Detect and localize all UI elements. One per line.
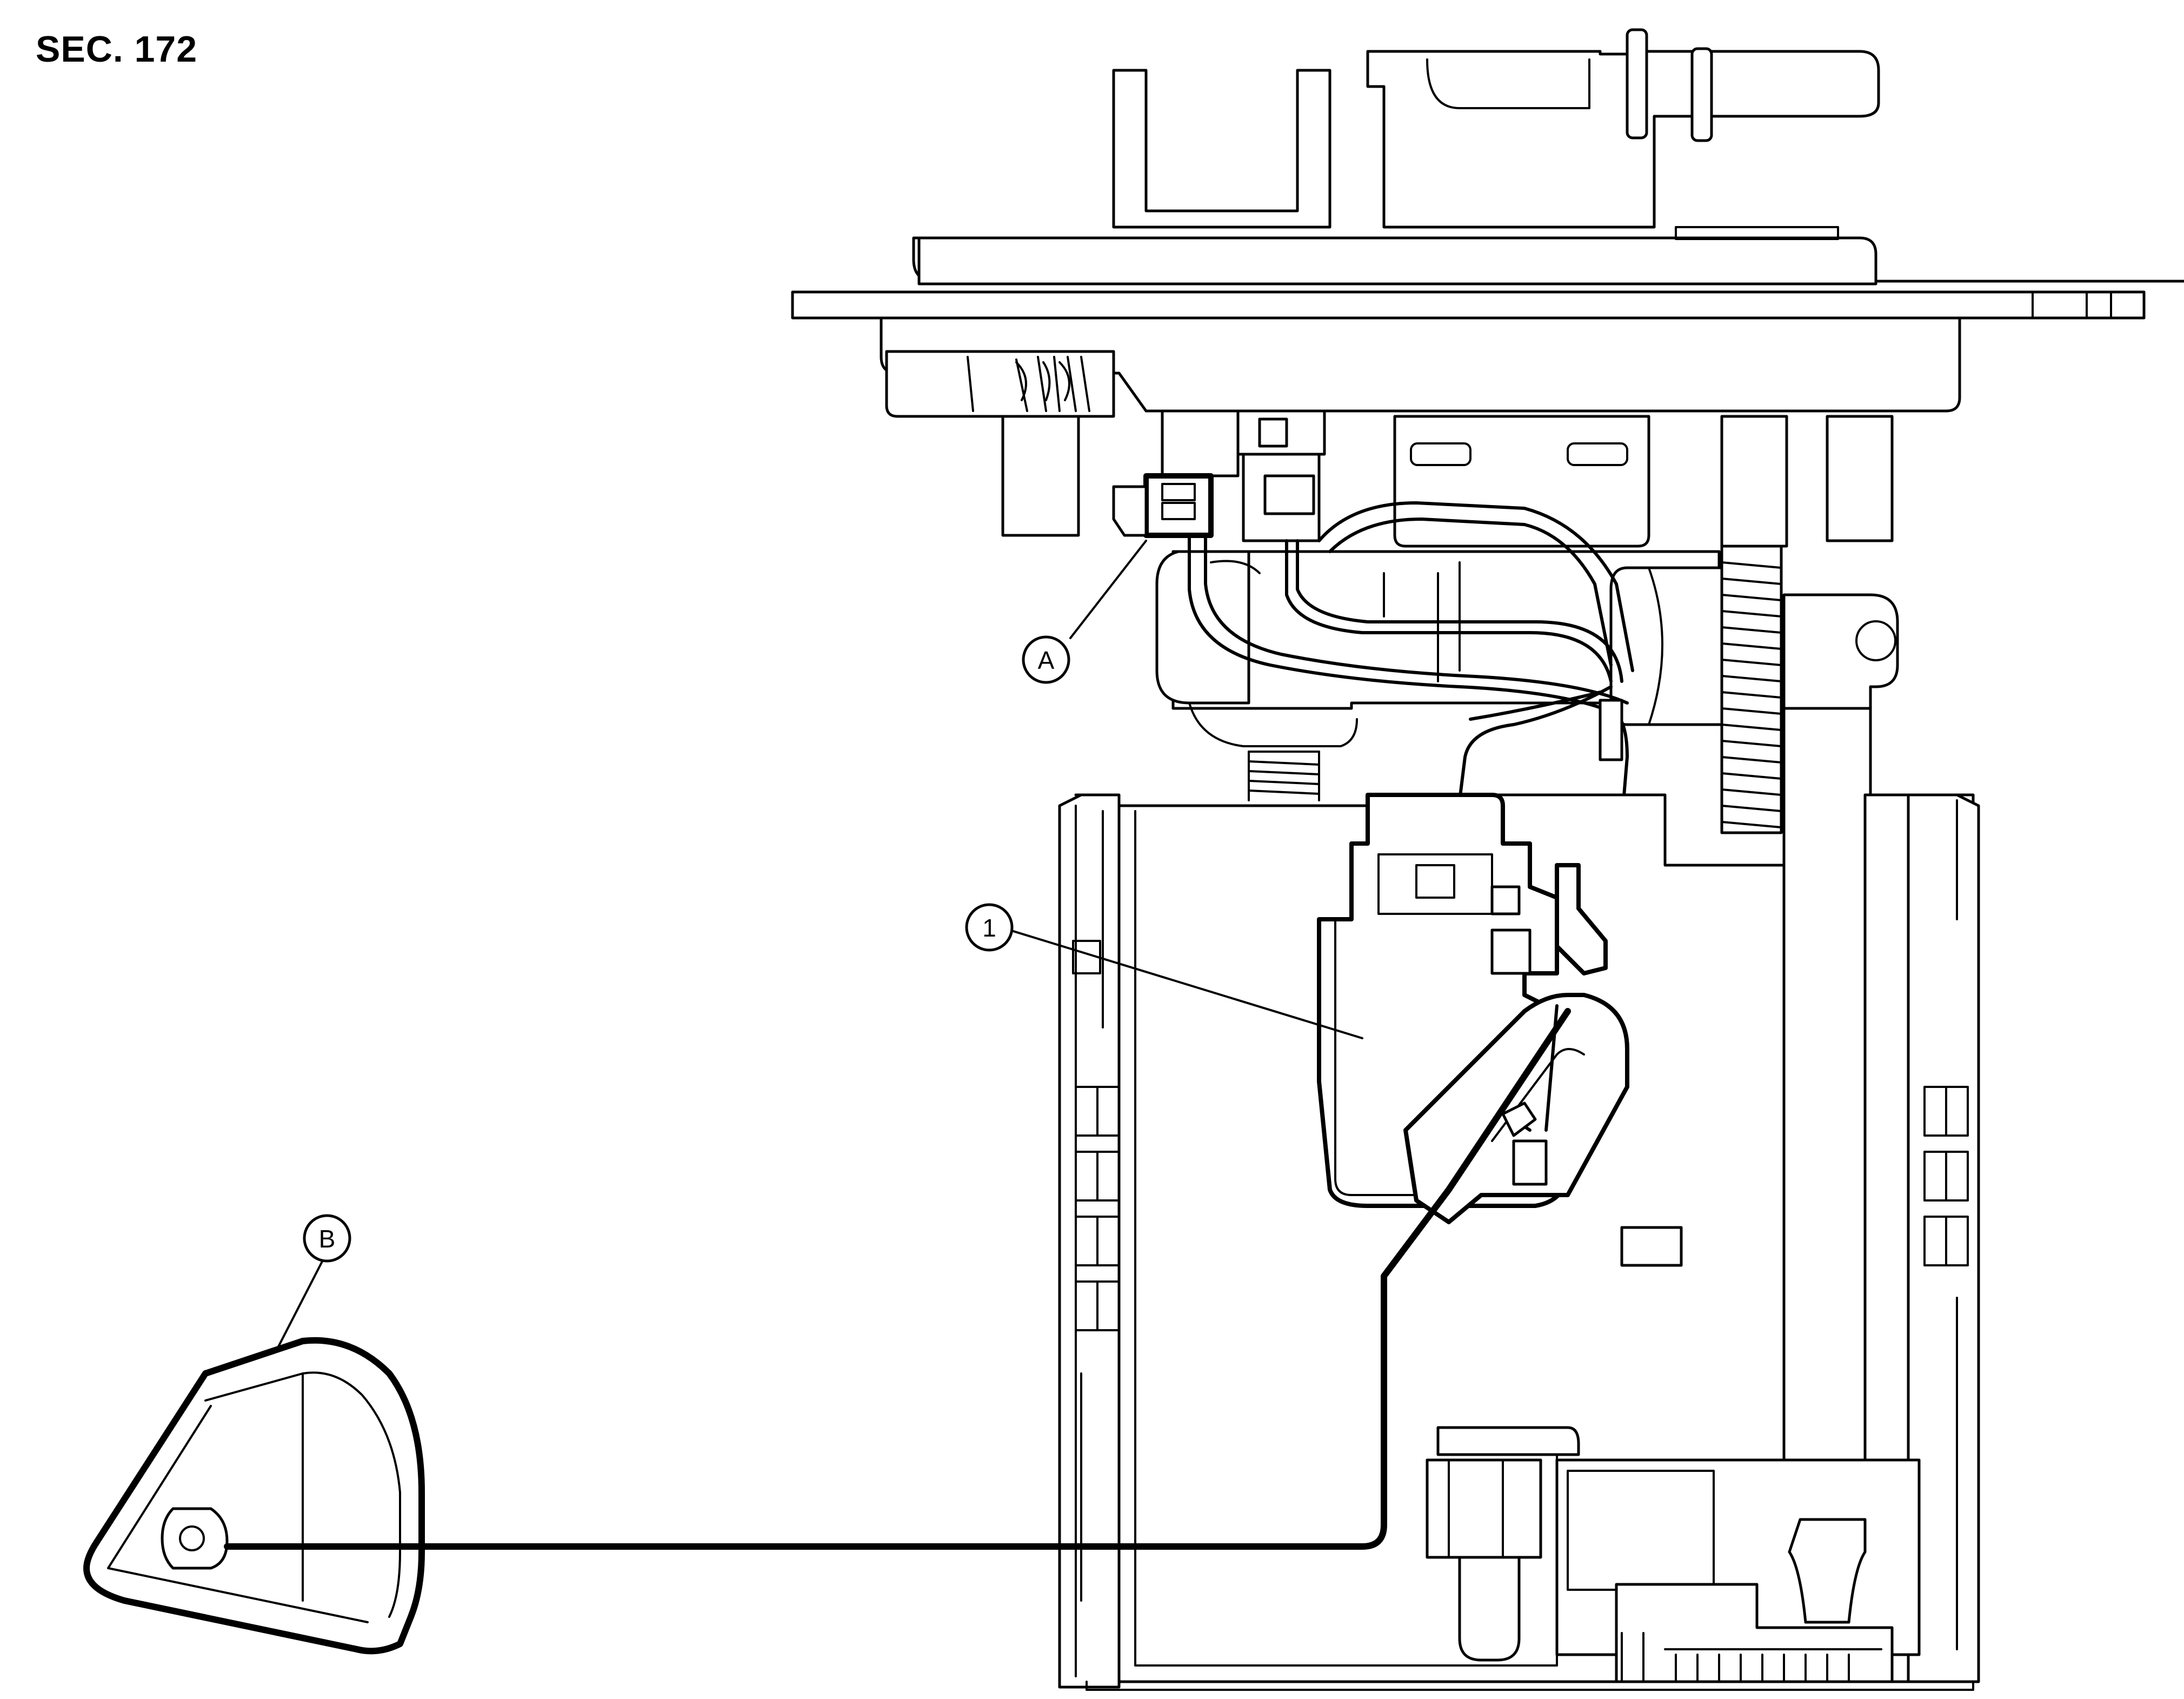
flange-cap <box>791 28 2184 537</box>
connector-a-group <box>1112 409 1894 548</box>
callout-a-label: A <box>1038 646 1055 674</box>
fuel-level-sensor-unit <box>424 793 1629 1550</box>
callout-a: A <box>1022 635 1070 684</box>
callout-leaders <box>275 540 1363 1353</box>
callout-1-label: 1 <box>982 914 996 942</box>
callout-1: 1 <box>965 903 1014 952</box>
section-label: SEC. 172 <box>36 29 198 70</box>
callout-b-label: B <box>319 1225 336 1253</box>
callout-b: B <box>303 1214 351 1263</box>
float <box>83 1337 430 1655</box>
reservoir-body <box>1058 793 1980 1691</box>
